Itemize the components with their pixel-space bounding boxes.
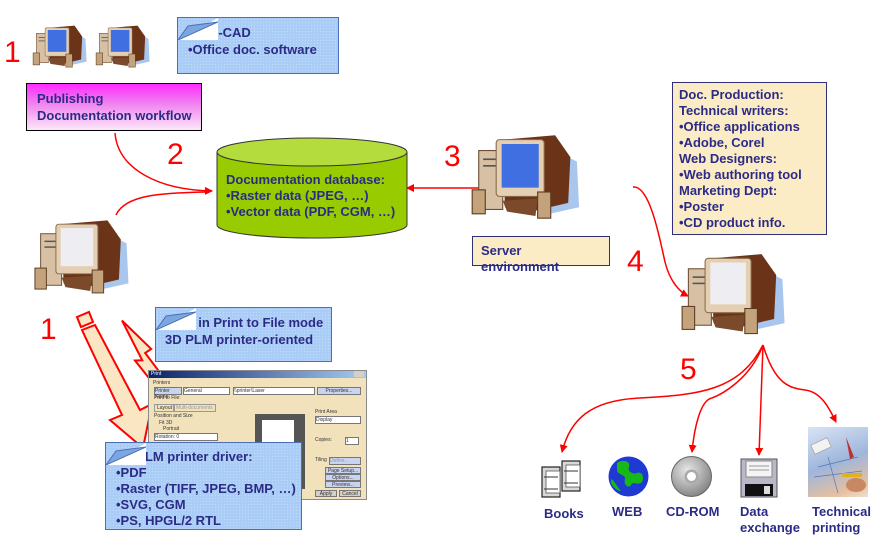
copies-label: Copies:: [315, 437, 332, 443]
arrow-to-cd-rom: [688, 344, 764, 453]
technical-printing-label-line-2: printing: [812, 520, 861, 535]
position-size-group: Position and Size: [154, 413, 193, 419]
doc-production-line: Web Designers:: [679, 151, 778, 166]
multi-cad-note: Multi-CAD •Office doc. software: [177, 17, 339, 74]
print-to-file-checkbox[interactable]: Print to File:: [154, 395, 181, 401]
doc-production-line: •Office applications: [679, 119, 800, 134]
workstation-icon-2: [95, 22, 155, 74]
tab-layout[interactable]: Layout: [154, 404, 176, 412]
printers-group-label: Printers: [153, 380, 171, 386]
server-computer-icon: [470, 130, 590, 230]
database-line-2: •Raster data (JPEG, …): [226, 188, 369, 203]
print-note-line-1: Print in Print to File mode: [165, 315, 324, 330]
technical-printing-label-line-1: Technical: [812, 504, 872, 519]
output-label-books: Books: [544, 506, 584, 522]
driver-line: •SVG, CGM: [116, 497, 186, 512]
publishing-line-2: Documentation workflow: [37, 108, 192, 123]
production-computer-icon: [680, 248, 795, 346]
doc-production-box: Doc. Production: Technical writers: •Off…: [672, 82, 827, 235]
data-exchange-label-line-1: Data: [740, 504, 769, 519]
tab-multi-documents[interactable]: Multi-documents: [173, 404, 216, 412]
data-exchange-label-line-2: exchange: [740, 520, 800, 535]
step-number-1-bottom: 1: [40, 313, 57, 346]
apply-button[interactable]: Apply: [315, 490, 337, 497]
globe-icon: [607, 455, 650, 498]
output-label-web: WEB: [612, 504, 642, 520]
print-to-file-note: Print in Print to File mode 3D PLM print…: [155, 307, 332, 362]
driver-line: 3D PLM printer driver:: [116, 449, 253, 464]
print-down-arrow: [75, 310, 154, 450]
print-area-select[interactable]: Display: [315, 416, 361, 424]
doc-production-line: •Poster: [679, 199, 725, 214]
print-area-group: Print Area: [315, 409, 337, 415]
step-number-1-top: 1: [4, 36, 21, 69]
arrow-server-to-production: [632, 186, 689, 297]
step-number-4: 4: [627, 245, 644, 278]
step-number-5: 5: [680, 353, 697, 386]
books-label: Books: [544, 506, 584, 521]
printer-driver-note: 3D PLM printer driver: •PDF •Raster (TIF…: [105, 442, 302, 530]
arrow-to-books: [559, 344, 764, 453]
print-note-line-2: 3D PLM printer-oriented: [165, 332, 314, 347]
fit-3d-option[interactable]: Fit 3D: [159, 420, 173, 426]
arrow-publishing-to-database: [114, 132, 213, 195]
web-label: WEB: [612, 504, 643, 519]
portrait-option[interactable]: Portrait: [163, 426, 180, 432]
database-text: Documentation database: •Raster data (JP…: [226, 172, 395, 220]
output-label-data-exchange: Data exchange: [740, 504, 800, 536]
doc-production-line: Doc. Production:: [679, 87, 784, 102]
preview-button[interactable]: Preview...: [325, 481, 361, 488]
database-line-3: •Vector data (PDF, CGM, …): [226, 204, 396, 219]
books-icon: [540, 455, 585, 500]
floppy-disk-icon: [740, 458, 778, 498]
driver-line: •Raster (TIFF, JPEG, BMP, …): [116, 481, 296, 496]
workstation-icon-1: [32, 22, 92, 74]
arrow-to-technical-printing: [762, 344, 837, 423]
print-dialog-titlebar: Print: [149, 371, 366, 378]
rotation-select[interactable]: Rotation: 0: [154, 433, 218, 441]
printer-path-field[interactable]: \\printer\Laser: [233, 387, 315, 395]
printer-name-button[interactable]: Printer Name:: [154, 387, 182, 400]
cancel-button[interactable]: Cancel: [339, 490, 361, 497]
multi-cad-line-2: •Office doc. software: [188, 42, 317, 57]
page-setup-button[interactable]: Page Setup...: [325, 467, 361, 474]
cd-rom-label: CD-ROM: [666, 504, 720, 519]
output-label-technical-printing: Technical printing: [812, 504, 871, 536]
step-number-3: 3: [444, 140, 461, 173]
properties-button[interactable]: Properties...: [317, 387, 361, 395]
arrow-to-data-exchange: [755, 344, 764, 456]
close-icon[interactable]: [354, 371, 364, 377]
server-environment-label: Server environment: [472, 236, 610, 274]
doc-production-line: •Web authoring tool: [679, 167, 802, 182]
define-button[interactable]: Define...: [329, 457, 361, 465]
copies-field[interactable]: 1: [345, 437, 359, 445]
doc-production-line: Marketing Dept:: [679, 183, 778, 198]
arrow-computer-to-database: [115, 191, 206, 216]
step-number-2: 2: [167, 138, 184, 171]
publishing-line-1: Publishing: [37, 91, 104, 106]
tiling-checkbox[interactable]: Tiling: [315, 457, 327, 463]
doc-production-line: •CD product info.: [679, 215, 786, 230]
output-label-cd-rom: CD-ROM: [666, 504, 719, 520]
doc-production-line: Technical writers:: [679, 103, 789, 118]
publishing-computer-icon: [33, 212, 138, 307]
technical-drawing-icon: [808, 427, 868, 497]
print-dialog-title: Print: [151, 371, 162, 377]
printer-name-select[interactable]: General: [183, 387, 230, 395]
database-line-1: Documentation database:: [226, 172, 385, 187]
publishing-workflow-box: Publishing Documentation workflow: [26, 83, 202, 131]
doc-production-line: •Adobe, Corel: [679, 135, 765, 150]
driver-line: •PS, HPGL/2 RTL: [116, 513, 221, 528]
cd-rom-icon: [670, 455, 713, 498]
driver-line: •PDF: [116, 465, 147, 480]
options-button[interactable]: Options...: [325, 474, 361, 481]
